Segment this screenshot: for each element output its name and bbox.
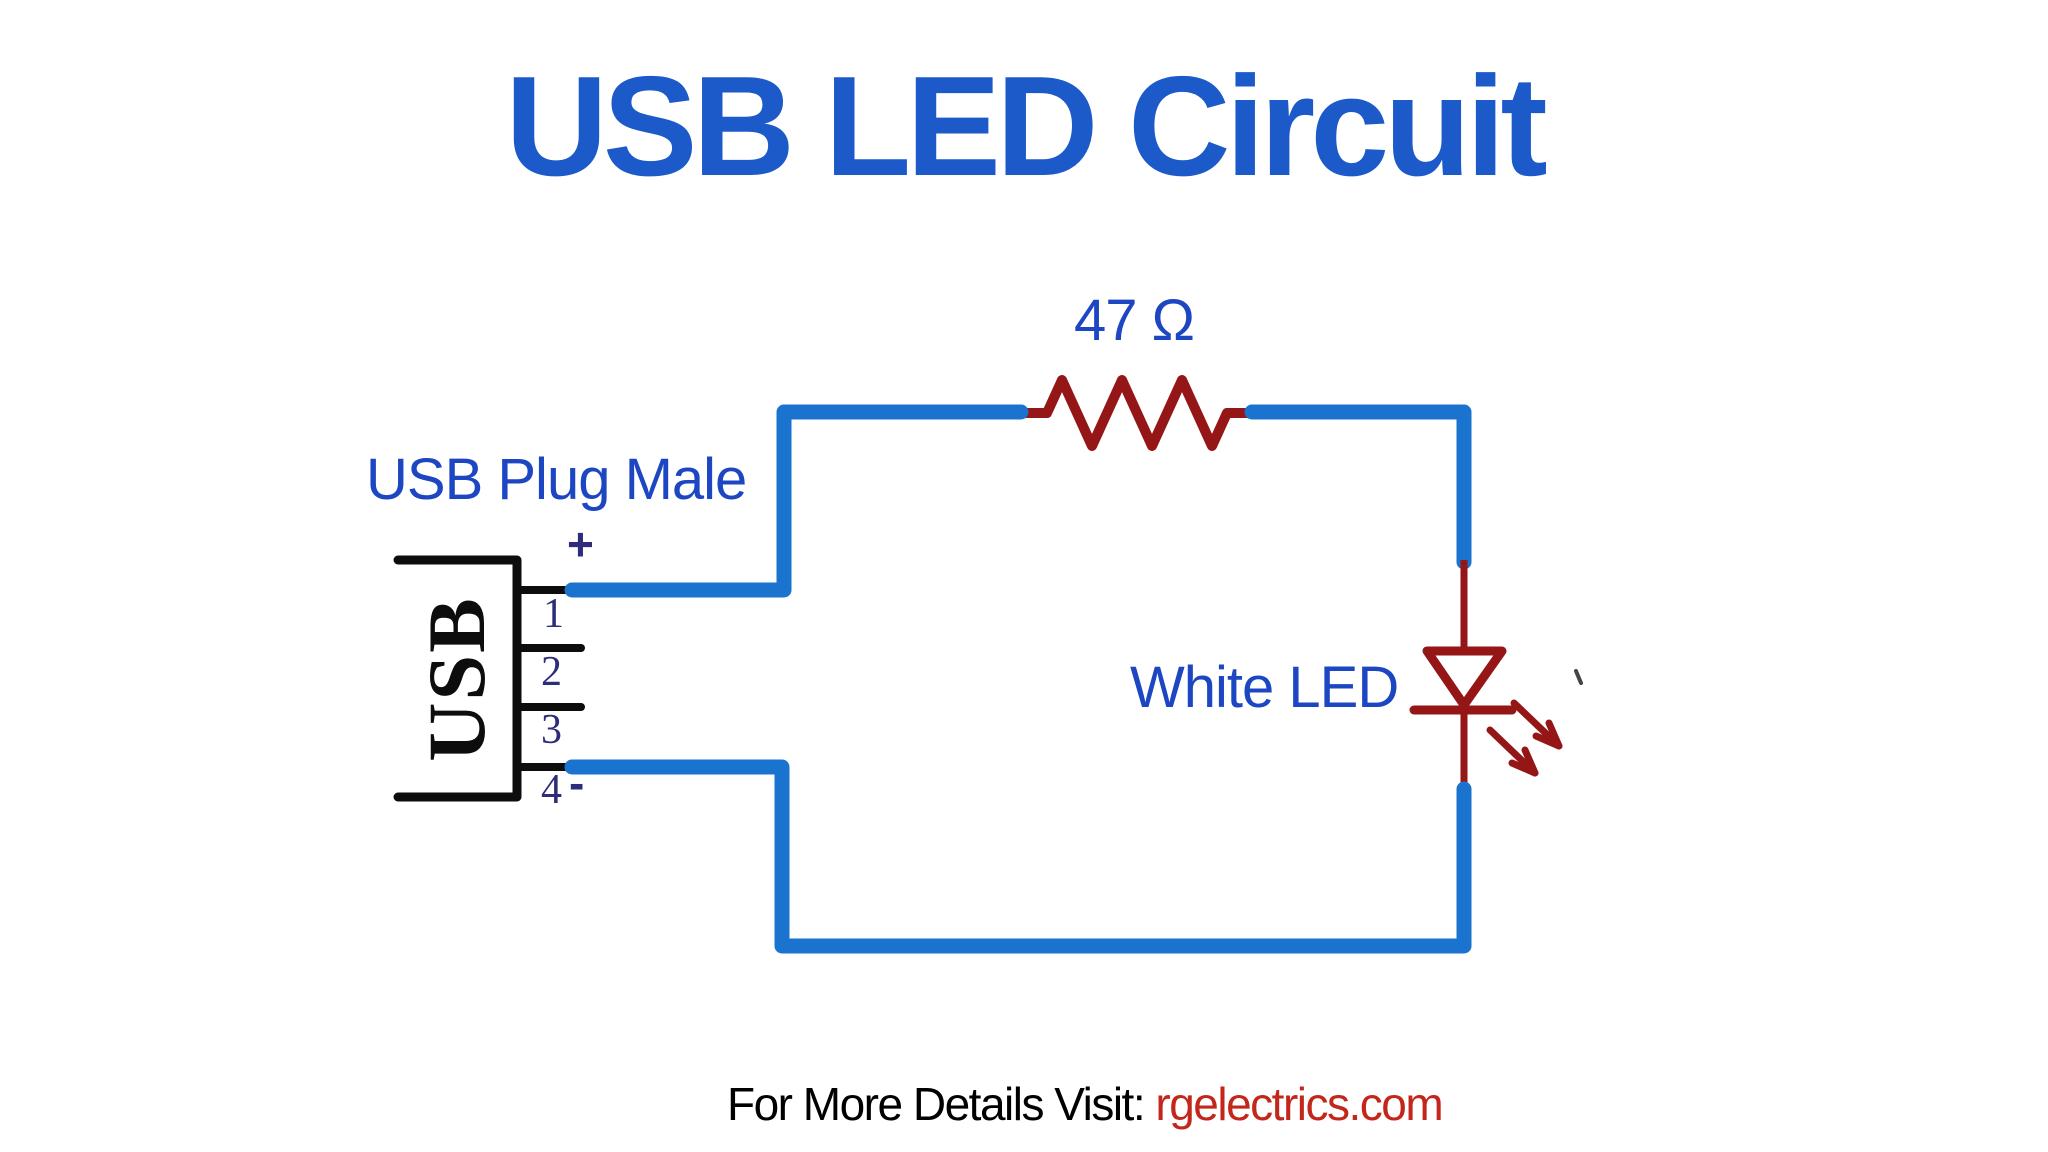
led-light-arrow-2	[1486, 726, 1539, 777]
footer-prefix: For More Details Visit:	[727, 1078, 1156, 1130]
wire-top-right	[1244, 404, 1472, 570]
pin-1-label: 1	[543, 591, 564, 637]
stray-mark	[1574, 669, 1583, 685]
resistor-value-label: 47 Ω	[1074, 288, 1195, 353]
wire-positive-rail	[564, 404, 1029, 598]
led-triangle	[1422, 646, 1507, 710]
usb-box-label: USB	[411, 596, 502, 762]
plus-polarity-sign: +	[567, 518, 594, 570]
led-light-arrow-1	[1510, 699, 1563, 750]
usb-plug-label: USB Plug Male	[366, 447, 747, 512]
footer-site-link[interactable]: rgelectrics.com	[1155, 1078, 1443, 1130]
led-label: White LED	[1130, 655, 1399, 720]
pin-4-label: 4	[541, 767, 562, 813]
usb-connector-box	[393, 555, 522, 802]
minus-polarity-sign: -	[569, 757, 585, 809]
wire-negative-rail	[564, 759, 1472, 954]
pin-2-label: 2	[541, 649, 562, 695]
footer-text: For More Details Visit: rgelectrics.com	[727, 1078, 1444, 1130]
page-title: USB LED Circuit	[505, 47, 1547, 206]
pin-3-label: 3	[541, 707, 562, 753]
resistor-symbol	[1013, 375, 1267, 451]
